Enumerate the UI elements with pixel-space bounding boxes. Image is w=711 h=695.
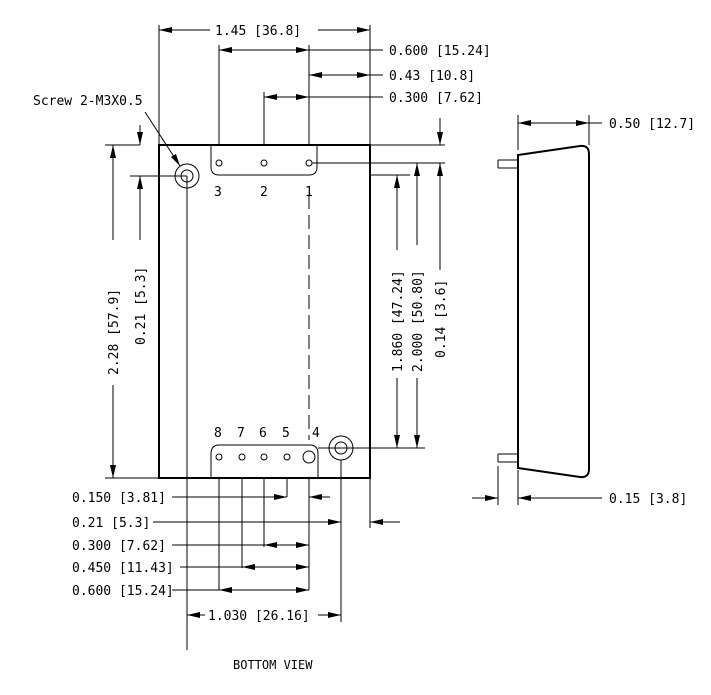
dim-pin-row-spacing-a: 1.860 [47.24] (391, 270, 406, 372)
pin-label-5: 5 (282, 426, 290, 441)
dim-overall-height: 2.28 [57.9] (107, 289, 122, 375)
pin-label-3: 3 (214, 185, 222, 200)
pin-label-1: 1 (305, 185, 313, 200)
dim-bottom-pin-600: 0.600 [15.24] (72, 584, 174, 599)
pin-7-hole (238, 453, 246, 461)
pin-3-hole (215, 159, 223, 167)
pin-4-hole (302, 450, 316, 464)
dim-top-pin1-to-3: 0.600 [15.24] (389, 44, 491, 59)
dim-top-pin1-to-2: 0.300 [7.62] (389, 91, 483, 106)
dim-bottom-screw-1030: 1.030 [26.16] (208, 609, 310, 624)
dim-top-edge-to-pin1: 0.43 [10.8] (389, 69, 475, 84)
dim-bottom-screw-21: 0.21 [5.3] (72, 516, 150, 531)
screw-label: Screw 2-M3X0.5 (33, 94, 143, 109)
dim-bottom-pin-150: 0.150 [3.81] (72, 491, 166, 506)
view-caption: BOTTOM VIEW (233, 658, 313, 672)
pin-5-hole (283, 453, 291, 461)
top-pin-header (210, 145, 318, 176)
pin-label-4: 4 (312, 426, 320, 441)
pin-label-6: 6 (259, 426, 267, 441)
pin-label-7: 7 (237, 426, 245, 441)
dim-pin-length: 0.15 [3.8] (609, 492, 687, 507)
pin-label-8: 8 (214, 426, 222, 441)
pin-2-hole (260, 159, 268, 167)
pin-label-2: 2 (260, 185, 268, 200)
dim-overall-width: 1.45 [36.8] (215, 24, 301, 39)
dim-screw-offset-vertical: 0.21 [5.3] (134, 267, 149, 345)
pin-6-hole (260, 453, 268, 461)
dim-pin-row-spacing-b: 2.000 [50.80] (411, 270, 426, 372)
dim-bottom-pin-450: 0.450 [11.43] (72, 561, 174, 576)
dim-pin-to-edge: 0.14 [3.6] (434, 280, 449, 358)
dim-side-thickness: 0.50 [12.7] (609, 117, 695, 132)
bottom-pin-header (210, 444, 319, 478)
pin-1-hole (305, 159, 313, 167)
pin-8-hole (215, 453, 223, 461)
side-view-body (517, 144, 590, 479)
dim-bottom-pin-300: 0.300 [7.62] (72, 539, 166, 554)
